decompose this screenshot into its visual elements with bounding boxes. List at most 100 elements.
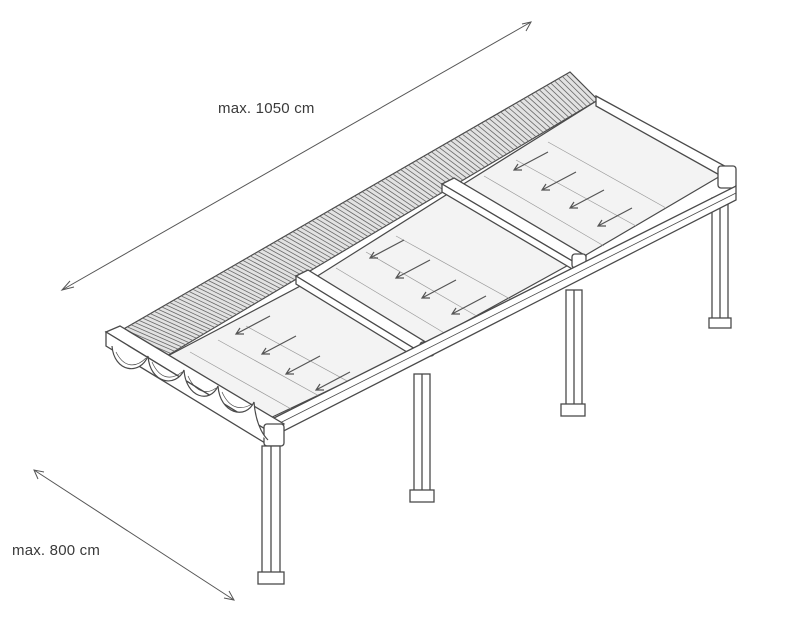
front-posts (257, 373, 435, 585)
slat-line (381, 180, 420, 207)
slat-line (438, 147, 475, 175)
slat-line (558, 78, 588, 107)
length-dimension-line (60, 21, 532, 291)
slat-line (184, 293, 234, 318)
slat-line (450, 140, 486, 168)
slat-line (358, 193, 398, 220)
slat-line (169, 302, 219, 326)
slat-line (130, 324, 183, 348)
slat-line (504, 109, 537, 138)
slat-line (296, 229, 340, 255)
slat-line (284, 235, 329, 261)
slat-line (173, 299, 223, 324)
slat-line (404, 166, 442, 194)
slat-line (327, 211, 369, 237)
slat-line (307, 222, 351, 248)
direction-arrows (234, 151, 633, 391)
slat-line (350, 197, 391, 224)
slat-line (373, 184, 413, 211)
slat-line (369, 186, 409, 214)
slat-line (431, 151, 467, 179)
slat-line (435, 149, 471, 177)
slat-line (458, 135, 493, 164)
side-rail-right (595, 94, 737, 189)
back-posts (560, 197, 732, 417)
slat-line (234, 264, 281, 289)
post-front-left (257, 445, 285, 585)
slat-line (200, 284, 248, 309)
slat-line (265, 246, 310, 272)
slat-line (377, 182, 416, 209)
slat-line (215, 275, 263, 300)
slat-line (246, 257, 292, 283)
slat-line (134, 322, 186, 346)
crossbeams (294, 177, 588, 362)
slat-line (250, 255, 296, 281)
slat-line (361, 191, 402, 218)
post-back-right (708, 197, 732, 329)
slat-line (538, 89, 570, 118)
slat-line (207, 280, 256, 305)
slat-line (257, 251, 303, 276)
slat-line (354, 195, 394, 222)
slat-line (227, 268, 274, 294)
slat-line (331, 209, 372, 235)
slat-line (554, 80, 584, 109)
slat-line (392, 173, 431, 201)
slat-line (157, 308, 208, 333)
slat-line (281, 237, 325, 263)
slat-line (165, 304, 215, 328)
slat-line (342, 202, 383, 229)
slat-line (288, 233, 332, 259)
slat-line (515, 102, 548, 131)
slat-line (562, 76, 591, 105)
slat-line (300, 226, 343, 253)
slat-line (192, 288, 241, 313)
slat-line (442, 144, 478, 172)
slat-line (242, 260, 288, 285)
slat-line (223, 271, 270, 296)
slat-line (473, 127, 508, 155)
arrows-bay-rear (512, 151, 633, 227)
length-dimension-label: max. 1050 cm (218, 100, 315, 117)
slat-line (292, 231, 336, 257)
slat-line (427, 153, 464, 181)
slat-line (542, 87, 573, 116)
slat-line (346, 200, 387, 227)
slat-line (535, 91, 566, 120)
slat-line (254, 253, 299, 279)
slat-line (188, 291, 237, 315)
slat-line (177, 297, 226, 322)
slat-line (365, 189, 405, 216)
fabric-drape (111, 345, 269, 441)
slat-line (384, 178, 424, 205)
slat-line (527, 96, 559, 125)
slat-line (400, 169, 438, 196)
slat-line (304, 224, 347, 250)
slat-line (465, 131, 500, 159)
slat-line (496, 113, 529, 142)
slat-line (231, 266, 277, 292)
rear-slat-roll (106, 71, 599, 361)
slat-line (488, 118, 522, 146)
slat-line (261, 248, 307, 274)
slat-line (311, 220, 354, 246)
slat-line (477, 124, 511, 153)
slat-line (142, 317, 193, 341)
width-dimension-label: max. 800 cm (12, 542, 101, 559)
slat-line (323, 213, 365, 240)
slat-line (512, 104, 544, 133)
slat-line (277, 240, 321, 266)
slat-line (180, 295, 230, 320)
arrows-bay-middle (368, 239, 487, 315)
slat-line (523, 98, 555, 127)
slat-line (338, 204, 380, 231)
slat-line (519, 100, 551, 129)
width-dimension-line (33, 469, 235, 601)
slat-line (146, 315, 197, 339)
slat-line (334, 206, 376, 233)
slat-line (461, 133, 497, 162)
slat-line (196, 286, 245, 311)
slat-line (319, 215, 362, 242)
slat-line (485, 120, 518, 149)
